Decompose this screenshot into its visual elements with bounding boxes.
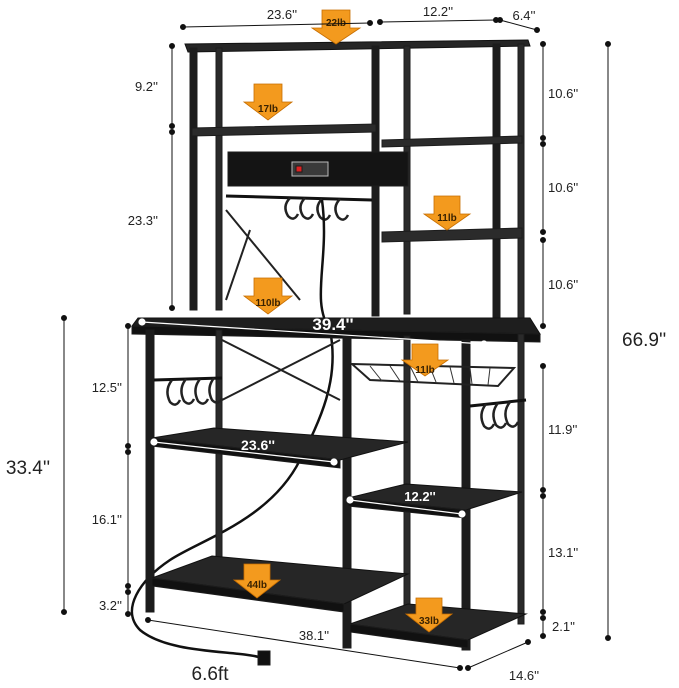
dim-base-depth: 14.6'' [509,668,539,683]
hutch-post-right [492,43,501,323]
dimension-labels: 23.6'' 12.2'' 6.4'' 9.2'' 23.3'' 10.6'' … [6,4,666,685]
lower-post-left-rear [215,329,223,591]
bottom-shelf-left-front [151,577,345,613]
shelf-width-markers [138,318,488,518]
weight-arrow-bottom-right [404,597,454,633]
lower-post-left [145,329,155,613]
countertop-width-label: 39.4'' [312,315,353,334]
lower-post-mid-rear [403,335,411,607]
hutch-post-right-rear [517,43,525,323]
weight-side-shelf: 11lb [437,213,456,224]
dim-cord-length: 6.6ft [192,664,230,685]
weight-arrow-top [310,9,362,45]
weight-upper-shelf: 17lb [258,104,278,115]
upper-shelf-right [381,135,523,148]
dim-right-gap-3: 10.6'' [548,277,578,292]
dim-left-gap-3: 3.2'' [99,598,122,613]
hanging-rod [225,194,373,202]
dim-right-low-2: 13.1'' [548,545,578,560]
dim-total-height: 66.9'' [622,330,666,351]
side-shelf-upper-right [381,227,523,243]
dim-left-gap-2: 16.1'' [92,512,122,527]
dimension-lines [61,17,611,671]
rack-frame [130,39,541,666]
dim-right-low-3: 2.1'' [552,619,575,634]
weight-arrow-bottom-left [232,563,282,599]
weight-arrows [232,9,472,633]
weight-bottom-right: 33lb [419,616,439,627]
dim-top-depth: 6.4'' [512,8,535,23]
cross-bar-lower-b [221,339,341,401]
weight-countertop: 110lb [255,298,280,309]
side-rod-left [153,376,223,382]
dim-base-width: 38.1'' [299,628,329,643]
dim-right-low-1: 11.9'' [548,422,577,437]
wire-basket [349,362,517,388]
basket-wires [369,365,491,386]
weight-bottom-left: 44lb [247,580,267,591]
hooks-right [480,401,520,430]
power-plug [257,650,271,666]
dim-right-gap-2: 10.6'' [548,180,578,195]
weight-arrow-side-shelf [422,195,472,231]
dim-counter-height: 33.4'' [6,458,50,479]
dim-right-gap-1: 10.6'' [548,86,578,101]
bottom-shelf-right-front [349,623,469,649]
hooks-upper [284,197,350,221]
lower-post-right-rear [517,333,525,625]
power-switch [295,165,303,173]
upper-shelf-left [191,123,377,137]
middle-shelf-width-label: 23.6'' [241,437,275,453]
dim-left-hutch-height: 23.3'' [128,213,158,228]
weight-arrow-upper-shelf [242,83,294,121]
dim-left-top-gap: 9.2'' [135,79,158,94]
cross-bar-upper-b [225,229,251,301]
lower-post-mid [342,335,352,649]
dim-top-side-width: 12.2'' [423,4,453,19]
side-shelf-width-label: 12.2'' [404,489,435,504]
hooks-left [166,377,224,406]
weight-arrow-basket [400,343,450,377]
weight-basket: 11lb [415,365,434,376]
dim-left-gap-1: 12.5'' [92,380,122,395]
dim-top-width: 23.6'' [267,7,297,22]
hutch-post-left-rear [215,47,223,311]
cross-bar-upper-a [225,209,301,301]
weight-arrow-countertop [242,277,294,315]
top-board [184,39,531,53]
hutch-post-left [189,47,198,311]
power-strip-panel [227,151,409,187]
